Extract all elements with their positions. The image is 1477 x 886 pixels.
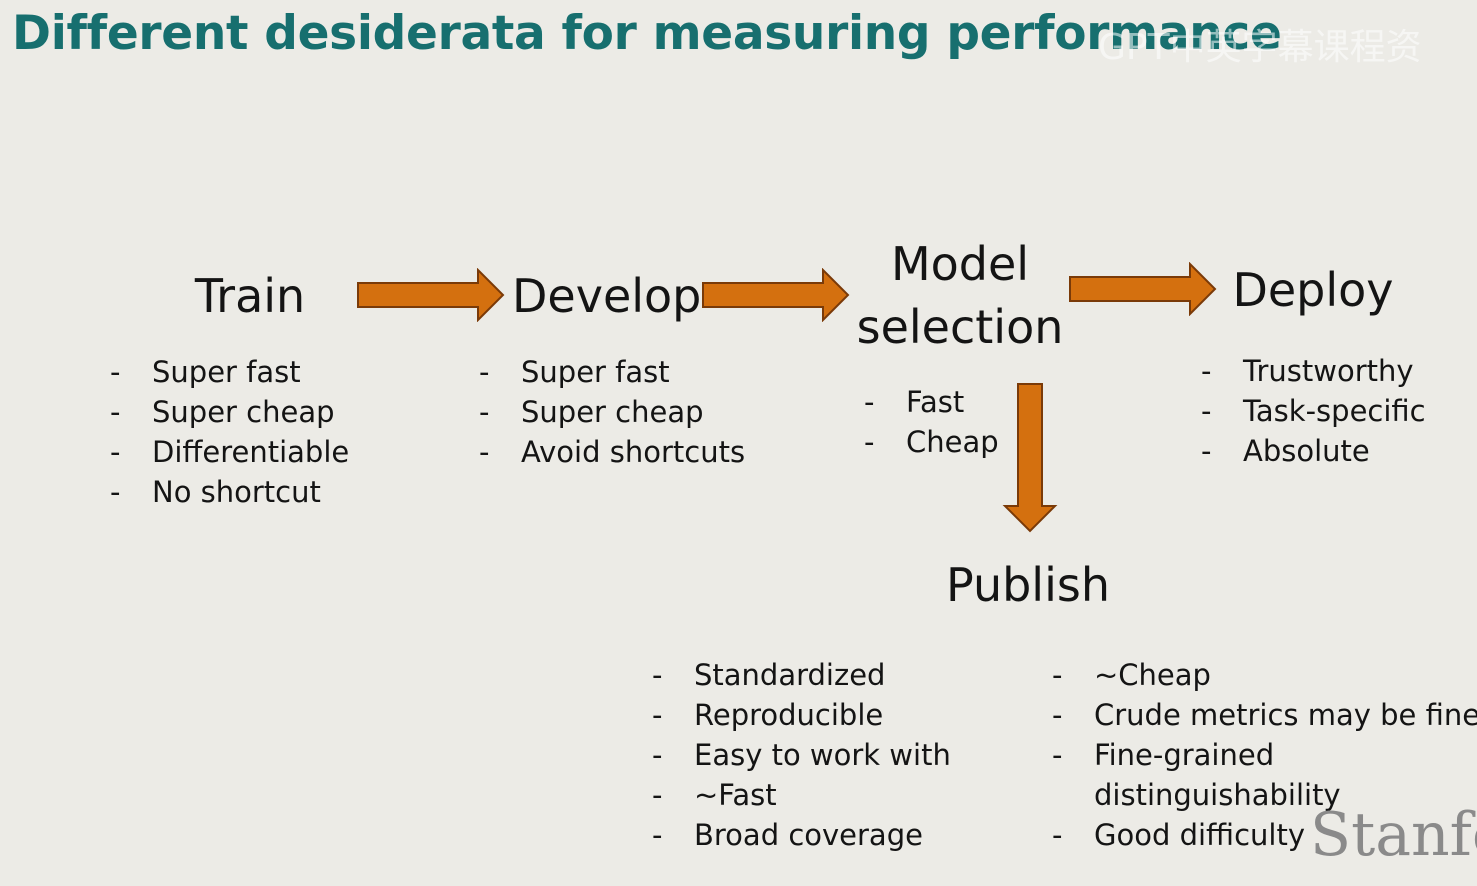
list-item: No shortcut [110, 472, 349, 512]
arrow-model-selection-to-publish-icon [1002, 383, 1058, 533]
list-item: ~Cheap [1052, 655, 1477, 695]
model-selection-requirements-list: Fast Cheap [864, 382, 999, 462]
arrow-develop-to-model-selection-icon [702, 268, 850, 322]
slide-title: Different desiderata for measuring perfo… [12, 6, 1282, 61]
list-item: Fine-grained [1052, 735, 1477, 775]
develop-requirements-list: Super fast Super cheap Avoid shortcuts [479, 352, 745, 472]
list-item: Standardized [652, 655, 951, 695]
train-requirements-list: Super fast Super cheap Differentiable No… [110, 352, 349, 512]
list-item: Super fast [479, 352, 745, 392]
publish-requirements-list-right: ~Cheap Crude metrics may be fine Fine-gr… [1052, 655, 1477, 855]
list-item: Super cheap [479, 392, 745, 432]
list-item: Easy to work with [652, 735, 951, 775]
list-item: Good difficulty [1052, 815, 1477, 855]
stanford-logo: Stanfo [1310, 800, 1477, 870]
stage-model-selection-label-line1: Model [890, 237, 1030, 291]
list-item: Task-specific [1201, 391, 1426, 431]
list-item-continuation: distinguishability [1094, 778, 1341, 812]
list-item: Reproducible [652, 695, 951, 735]
list-item: Broad coverage [652, 815, 951, 855]
arrow-model-selection-to-deploy-icon [1069, 262, 1217, 316]
stage-deploy-label: Deploy [1232, 263, 1394, 317]
list-item: Differentiable [110, 432, 349, 472]
deploy-requirements-list: Trustworthy Task-specific Absolute [1201, 351, 1426, 471]
list-item: Avoid shortcuts [479, 432, 745, 472]
list-item: ~Fast [652, 775, 951, 815]
list-item: Cheap [864, 422, 999, 462]
publish-requirements-list-left: Standardized Reproducible Easy to work w… [652, 655, 951, 855]
arrow-train-to-develop-icon [357, 268, 505, 322]
list-item: Fast [864, 382, 999, 422]
list-item: Super fast [110, 352, 349, 392]
stage-develop-label: Develop [512, 269, 702, 323]
list-item: Super cheap [110, 392, 349, 432]
list-item: Absolute [1201, 431, 1426, 471]
stage-publish-label: Publish [946, 558, 1110, 612]
list-item: Trustworthy [1201, 351, 1426, 391]
stage-train-label: Train [194, 269, 306, 323]
stage-model-selection-label-line2: selection [856, 300, 1064, 354]
list-item: Crude metrics may be fine [1052, 695, 1477, 735]
subtitle-watermark: GPT中英字幕课程资 [1098, 27, 1422, 68]
